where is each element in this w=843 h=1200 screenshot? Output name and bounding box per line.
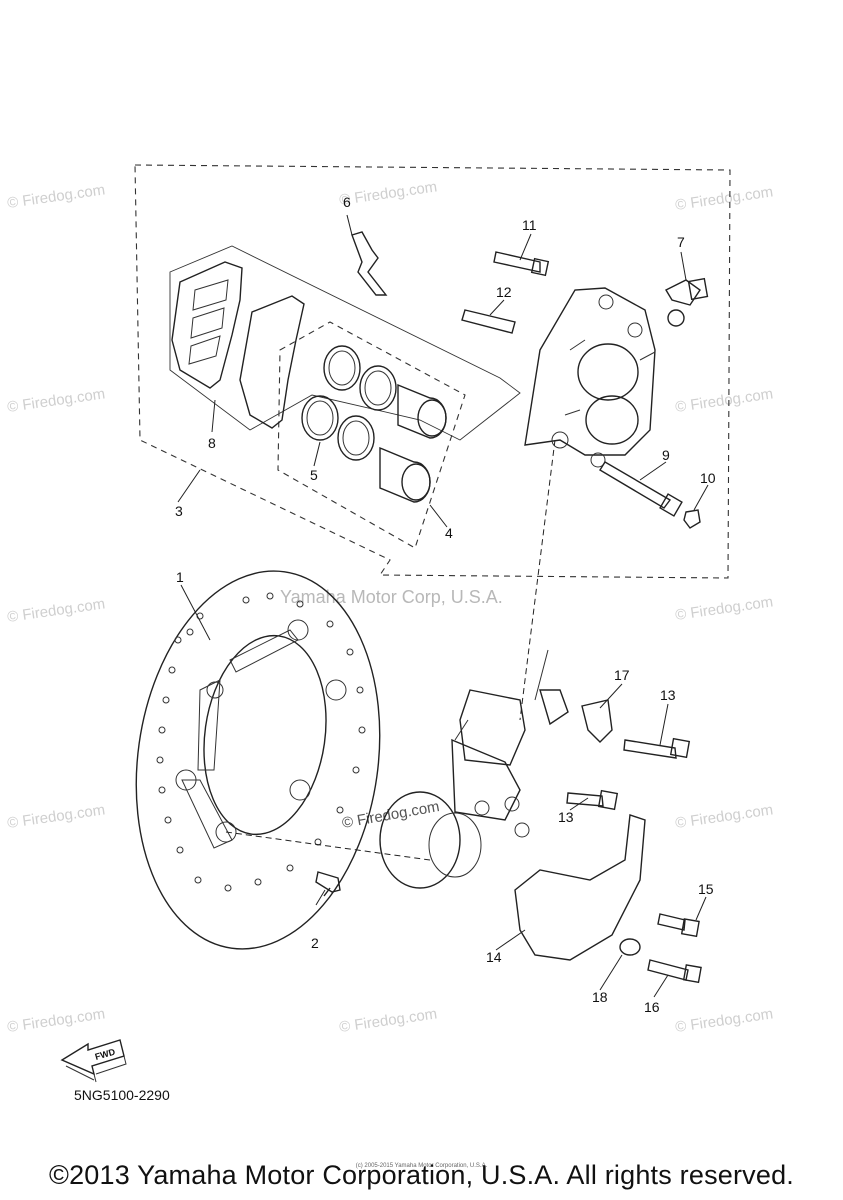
caliper-hardware <box>461 251 709 529</box>
callout-label: 1 <box>176 569 184 585</box>
callout-label: 7 <box>677 234 685 250</box>
callout-label: 13 <box>660 687 676 703</box>
callout-label: 11 <box>522 217 537 233</box>
watermark: © Firedog.com <box>338 178 438 209</box>
watermark: © Firedog.com <box>674 593 774 624</box>
watermark: © Firedog.com <box>674 801 774 832</box>
guard-hardware <box>566 699 702 984</box>
pad-set-outline <box>169 245 521 441</box>
watermark: © Firedog.com <box>6 181 106 212</box>
fork-leg <box>379 649 569 889</box>
callout-label: 5 <box>310 467 318 483</box>
watermark: © Firedog.com <box>338 1005 438 1036</box>
watermark: © Firedog.com <box>674 1005 774 1036</box>
diagram-code: 5NG5100-2290 <box>74 1087 170 1103</box>
callout-label: 10 <box>700 470 716 486</box>
callout-label: 13 <box>558 809 574 825</box>
leader-lines <box>177 214 709 998</box>
brake-caliper-body <box>524 287 656 468</box>
brake-disc <box>135 570 381 950</box>
piston-seals <box>301 345 397 461</box>
forward-arrow-icon: FWD <box>60 1039 127 1083</box>
callout-label: 17 <box>614 667 630 683</box>
watermark: © Firedog.com <box>6 1005 106 1036</box>
brake-pads <box>171 261 305 429</box>
caliper-assembly-outline <box>134 164 731 579</box>
callout-labels: 1 2 3 4 5 6 7 8 9 10 11 12 13 13 14 15 1… <box>175 194 716 1015</box>
piston-kit-outline <box>277 321 466 549</box>
callout-label: 2 <box>311 935 319 951</box>
callout-label: 15 <box>698 881 714 897</box>
callout-label: 16 <box>644 999 660 1015</box>
watermark: © Firedog.com <box>674 385 774 416</box>
pad-spring-clip <box>351 231 388 296</box>
callout-label: 14 <box>486 949 502 965</box>
copyright-notice: ©2013 Yamaha Motor Corporation, U.S.A. A… <box>48 1160 795 1190</box>
center-watermark: Yamaha Motor Corp, U.S.A. <box>280 587 503 607</box>
callout-label: 4 <box>445 525 453 541</box>
fine-print: (c) 2005-2015 Yamaha Motor Corporation, … <box>355 1163 488 1169</box>
watermark: © Firedog.com <box>6 595 106 626</box>
callout-label: 12 <box>496 284 512 300</box>
callout-label: 9 <box>662 447 670 463</box>
disc-screw <box>315 871 341 897</box>
callout-label: 6 <box>343 194 351 210</box>
watermark: © Firedog.com <box>6 801 106 832</box>
watermark: © Firedog.com <box>674 183 774 214</box>
disc-guard <box>514 814 646 961</box>
pistons <box>379 383 447 503</box>
callout-label: 8 <box>208 435 216 451</box>
watermark-layer: © Firedog.com © Firedog.com © Firedog.co… <box>6 178 774 1036</box>
watermark: © Firedog.com <box>341 798 441 832</box>
callout-label: 18 <box>592 989 608 1005</box>
watermark: © Firedog.com <box>6 385 106 416</box>
callout-label: 3 <box>175 503 183 519</box>
